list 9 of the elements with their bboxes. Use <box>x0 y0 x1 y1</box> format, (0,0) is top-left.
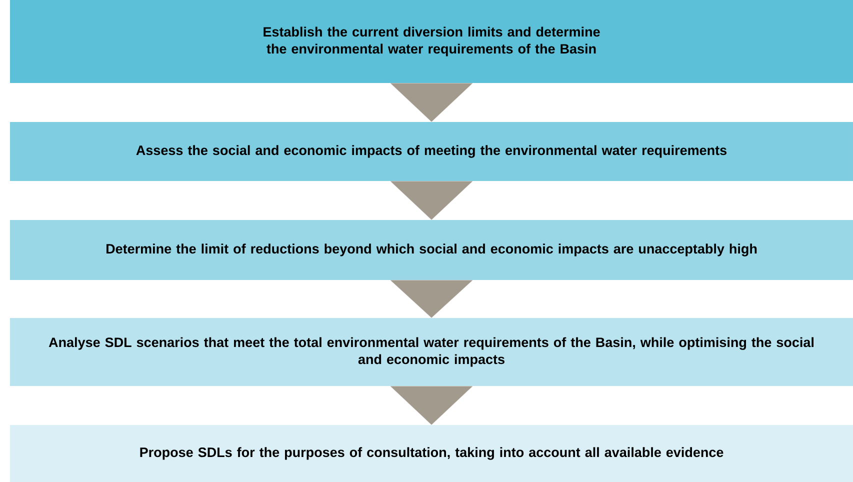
process-box: Assess the social and economic impacts of meeting the environmental water requirements <box>10 122 853 181</box>
arrow <box>390 181 473 220</box>
process-box: Propose SDLs for the purposes of consultation, taking into account all available evidence <box>10 425 853 482</box>
arrow <box>390 386 473 425</box>
arrow <box>390 280 473 318</box>
process-box: Analyse SDL scenarios that meet the total environmental water requirements of the Basin, while optimising the social and economic impacts <box>10 318 853 386</box>
process-box: Establish the current diversion limits and determine the environmental water requirements of the Basin <box>10 0 853 83</box>
process-box: Determine the limit of reductions beyond which social and economic impacts are unacceptably high <box>10 220 853 280</box>
arrow <box>390 83 473 122</box>
